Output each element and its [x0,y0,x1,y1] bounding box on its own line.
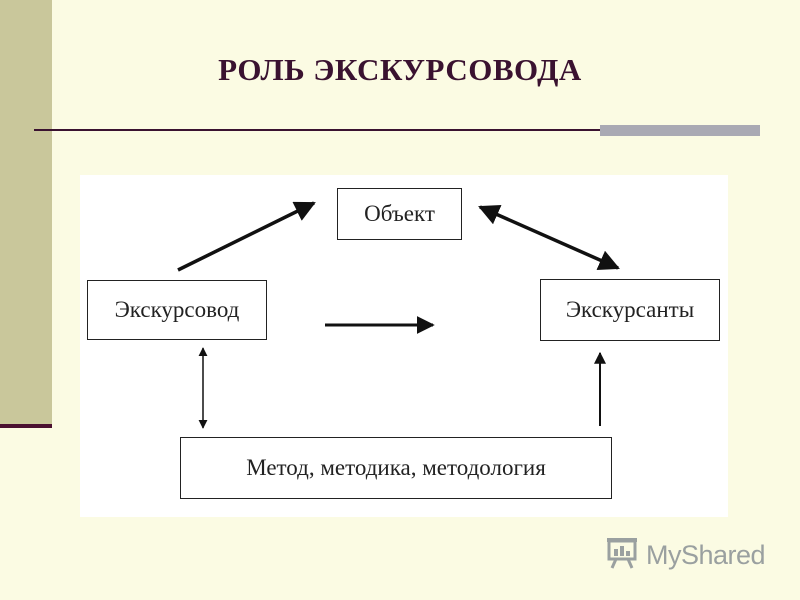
node-guide: Экскурсовод [87,280,267,340]
node-object-label: Объект [364,201,435,226]
node-tourists-label: Экскурсанты [565,297,695,322]
arrow-object-tourists [478,205,620,270]
node-object: Объект [337,188,462,240]
node-method-label: Метод, методика, методология [246,455,546,480]
side-band-underline [0,424,52,428]
node-tourists: Экскурсанты [540,279,720,341]
watermark-logo: MyShared [606,537,766,574]
title-divider-line [34,129,600,131]
watermark-text: MyShared [646,539,766,570]
presentation-board-icon [606,537,640,574]
decorative-side-band [0,0,52,428]
title-divider-accent [600,125,760,136]
arrow-guide-to-object [177,201,316,272]
node-guide-label: Экскурсовод [114,297,240,322]
node-method: Метод, методика, методология [180,437,612,499]
slide-title: РОЛЬ ЭКСКУРСОВОДА [218,52,582,87]
